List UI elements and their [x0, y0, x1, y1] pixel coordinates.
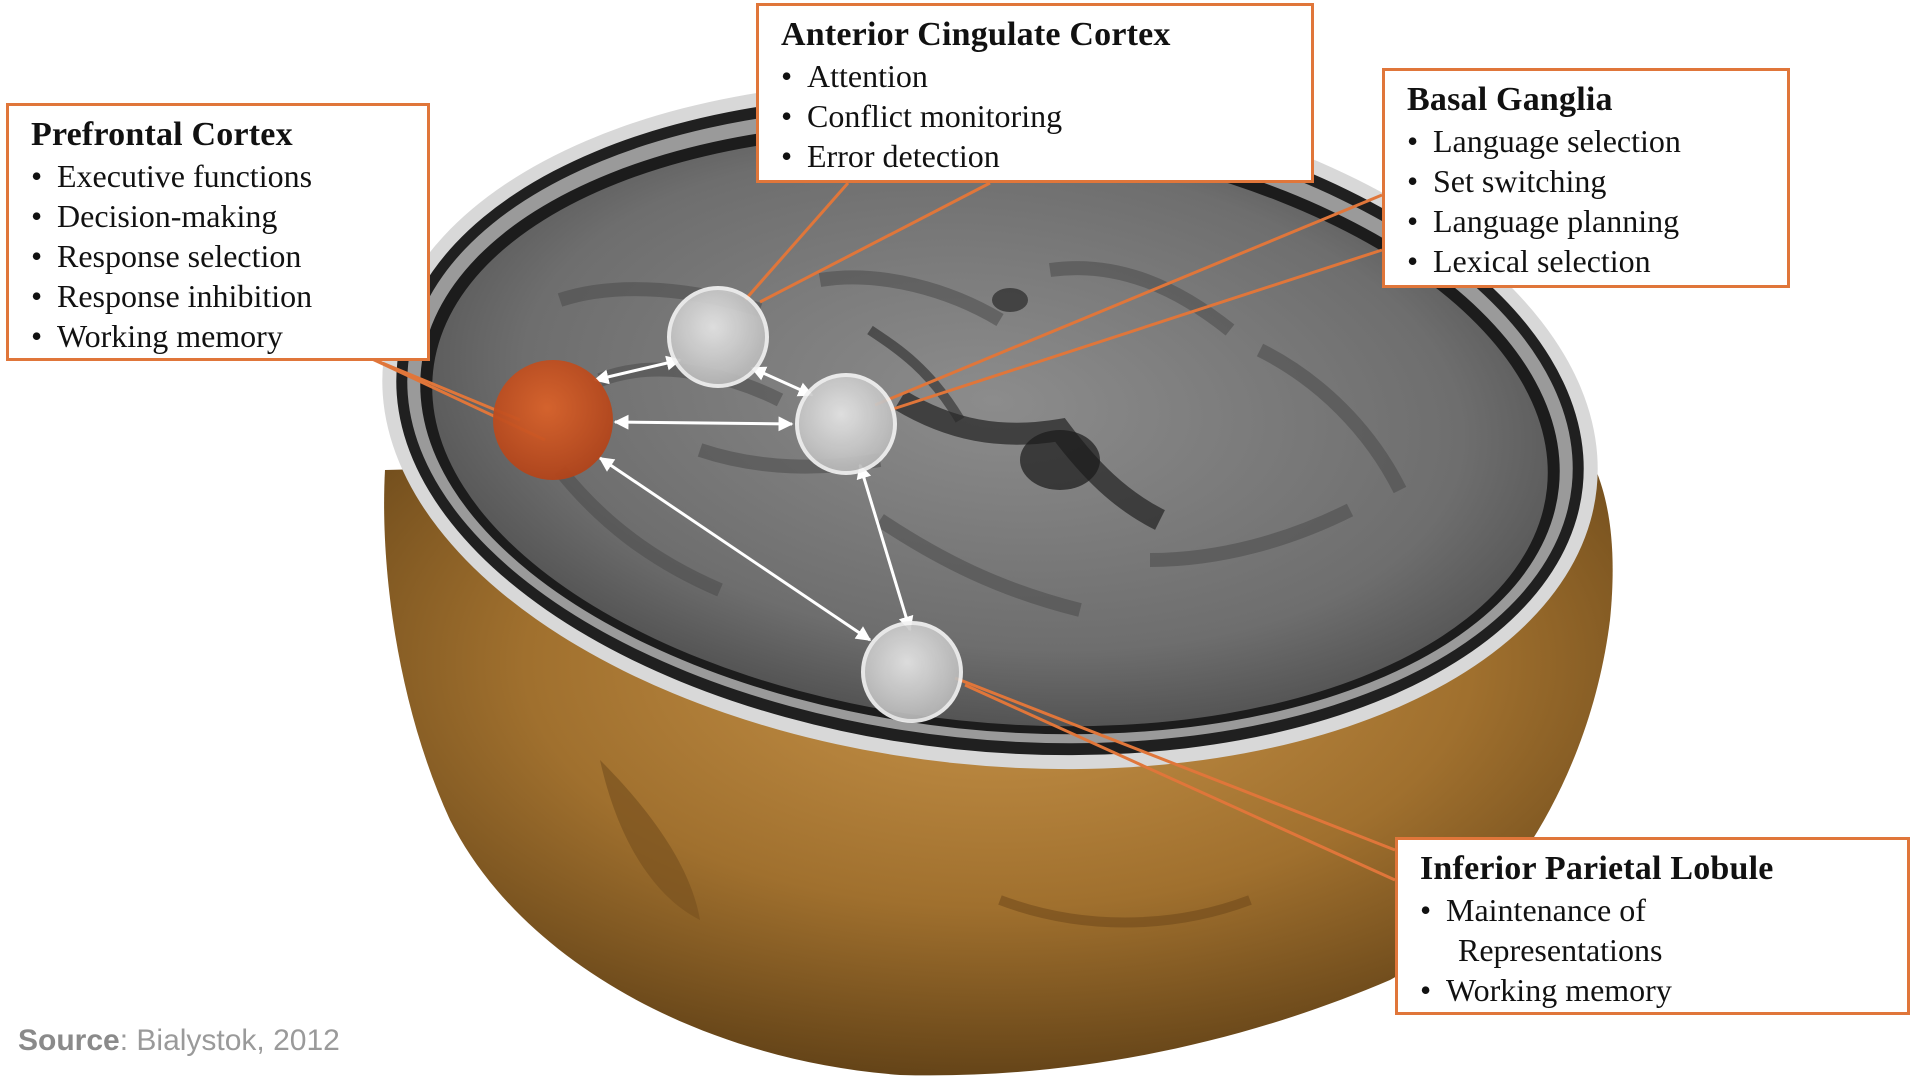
list-item: Set switching: [1407, 161, 1771, 201]
node-inferior-parietal: [863, 623, 961, 721]
list-item: Language selection: [1407, 121, 1771, 161]
callout-list: Language selection Set switching Languag…: [1407, 121, 1771, 281]
list-item: Executive functions: [31, 156, 411, 196]
list-item: Language planning: [1407, 201, 1771, 241]
list-item: Lexical selection: [1407, 241, 1771, 281]
list-item: Error detection: [781, 136, 1295, 176]
list-item-continuation: Representations: [1420, 930, 1891, 970]
callout-title: Prefrontal Cortex: [31, 116, 411, 154]
node-anterior-cingulate: [669, 288, 767, 386]
node-prefrontal: [493, 360, 613, 480]
arrow-pfc-bg: [615, 422, 792, 424]
callout-title: Inferior Parietal Lobule: [1420, 850, 1891, 888]
source-text: : Bialystok, 2012: [120, 1024, 340, 1057]
callout-list: Attention Conflict monitoring Error dete…: [781, 56, 1295, 176]
list-item: Decision-making: [31, 196, 411, 236]
list-item: Working memory: [31, 316, 411, 356]
callout-inferior-parietal-lobule: Inferior Parietal Lobule Maintenance of …: [1395, 837, 1910, 1015]
callout-basal-ganglia: Basal Ganglia Language selection Set swi…: [1382, 68, 1790, 288]
callout-anterior-cingulate-cortex: Anterior Cingulate Cortex Attention Conf…: [756, 3, 1314, 183]
callout-title: Anterior Cingulate Cortex: [781, 16, 1295, 54]
list-item: Working memory: [1420, 970, 1891, 1010]
source-label: Source: [18, 1024, 120, 1057]
source-caption: Source: Bialystok, 2012: [18, 1024, 340, 1058]
list-item: Response inhibition: [31, 276, 411, 316]
node-basal-ganglia: [797, 375, 895, 473]
list-item: Response selection: [31, 236, 411, 276]
list-item: Conflict monitoring: [781, 96, 1295, 136]
list-item: Attention: [781, 56, 1295, 96]
callout-list: Maintenance of Representations Working m…: [1420, 890, 1891, 1010]
list-item: Maintenance of: [1420, 890, 1891, 930]
callout-prefrontal-cortex: Prefrontal Cortex Executive functions De…: [6, 103, 430, 361]
callout-list: Executive functions Decision-making Resp…: [31, 156, 411, 356]
callout-title: Basal Ganglia: [1407, 81, 1771, 119]
